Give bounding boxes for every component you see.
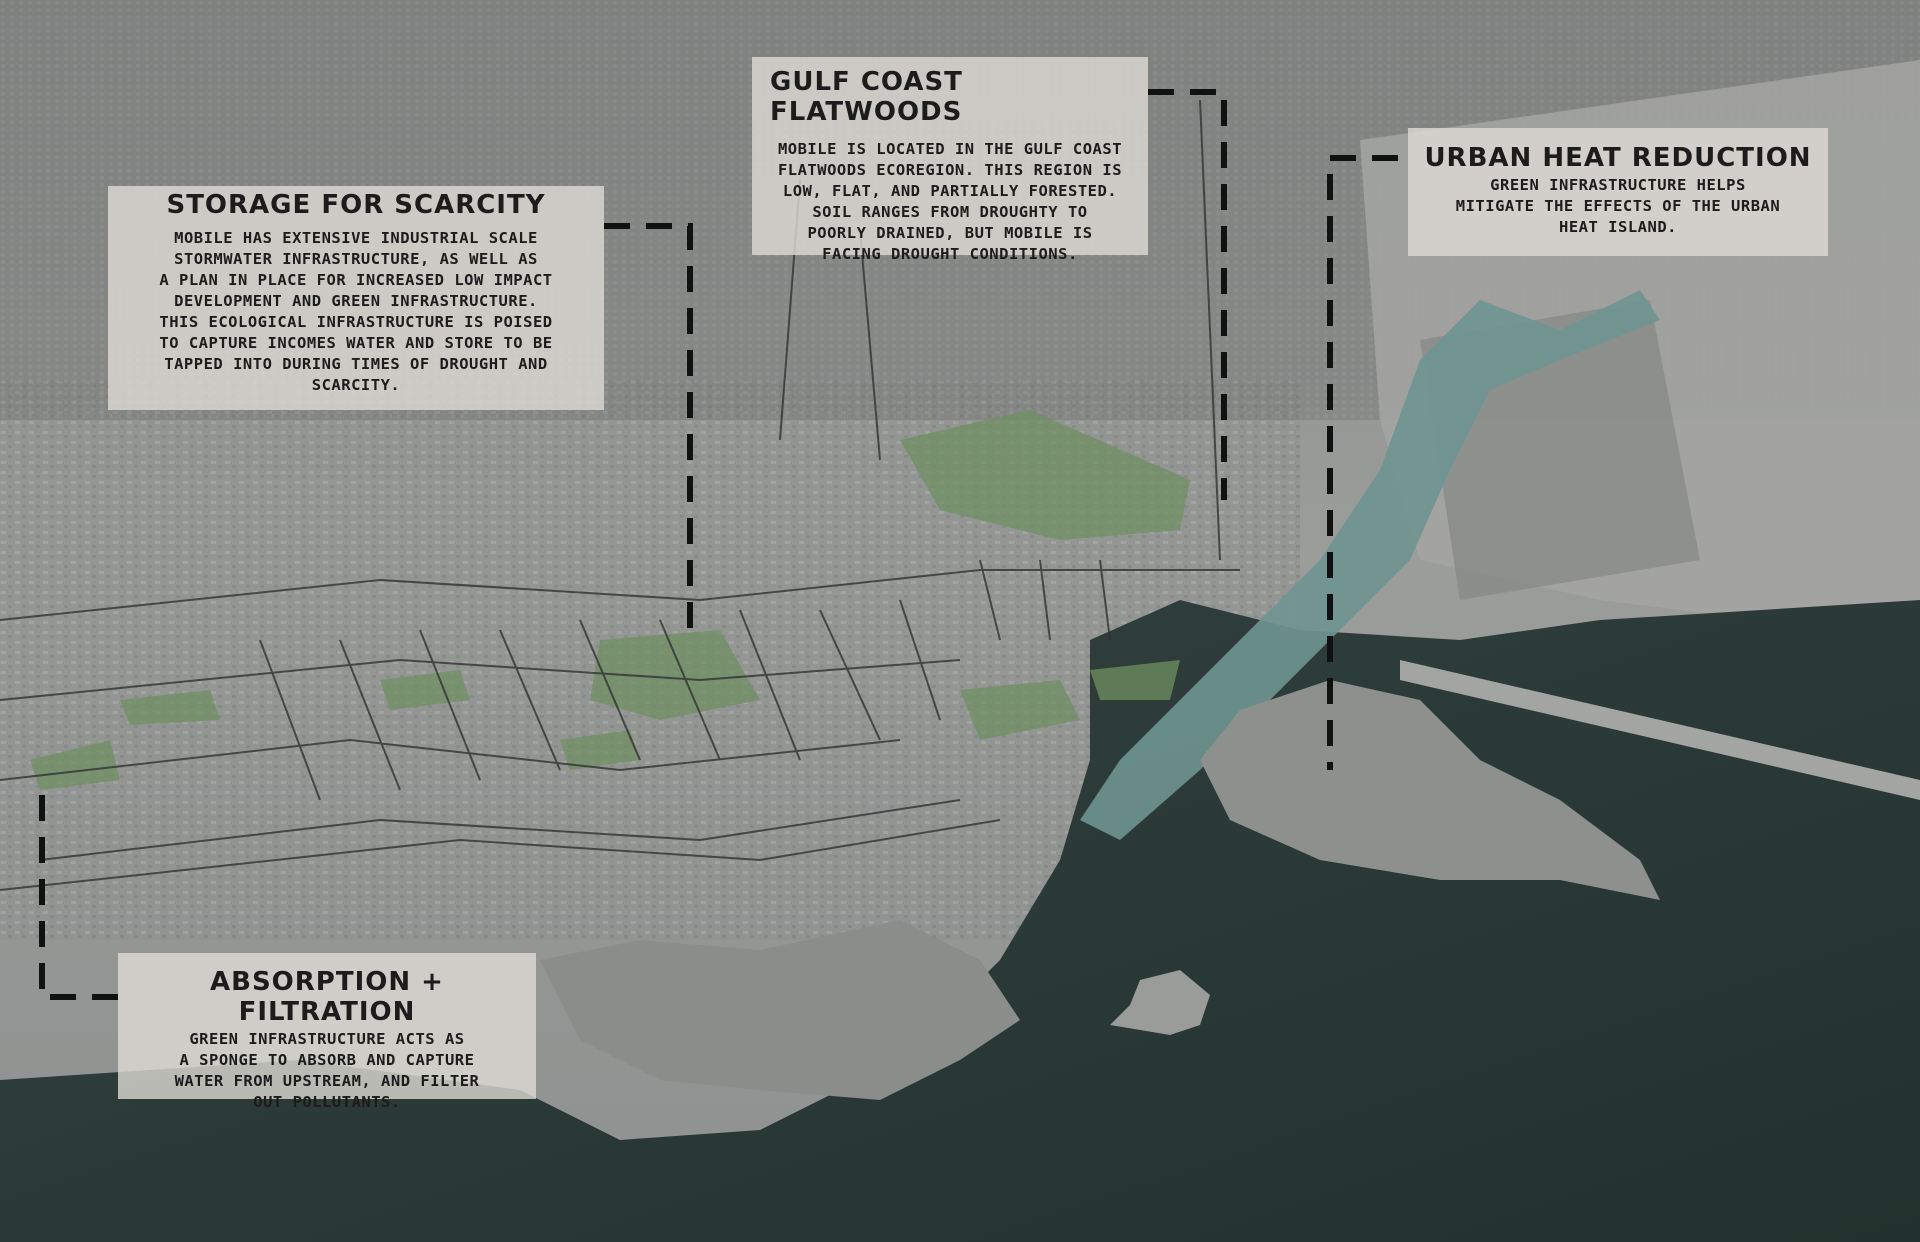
callout-line: FACING DROUGHT CONDITIONS. [822,245,1078,263]
mobile-river [1080,290,1660,840]
callout-line: SCARCITY. [311,376,401,394]
callout-line: GREEN INFRASTRUCTURE ACTS AS [189,1030,465,1048]
callout-title: URBAN HEAT REDUCTION [1424,143,1812,173]
street-grid [0,99,1240,891]
callout-body: GREEN INFRASTRUCTURE ACTS AS A SPONGE TO… [126,1029,528,1113]
callout-line: THIS ECOLOGICAL INFRASTRUCTURE IS POISED [159,313,553,331]
callout-line: WATER FROM UPSTREAM, AND FILTER [174,1072,480,1090]
callout-line: TO CAPTURE INCOMES WATER AND STORE TO BE [159,334,553,352]
callout-line: MITIGATE THE EFFECTS OF THE URBAN [1455,197,1781,215]
callout-line: GREEN INFRASTRUCTURE HELPS [1490,176,1746,194]
callout-title: GULF COAST FLATWOODS [770,67,963,127]
callout-line: A SPONGE TO ABSORB AND CAPTURE [179,1051,475,1069]
callout-line: SOIL RANGES FROM DROUGHTY TO [812,203,1088,221]
callout-line: HEAT ISLAND. [1559,218,1677,236]
callout-line: MOBILE IS LOCATED IN THE GULF COAST [777,140,1123,158]
callout-gulf-coast-flatwoods: GULF COAST FLATWOODS MOBILE IS LOCATED I… [752,57,1148,263]
callout-line: FLATWOODS ECOREGION. THIS REGION IS [777,161,1123,179]
callout-line: STORMWATER INFRASTRUCTURE, AS WELL AS [174,250,538,268]
leader-absorb [39,785,118,1000]
east-peninsula [1200,680,1660,900]
callout-storage-for-scarcity: STORAGE FOR SCARCITY MOBILE HAS EXTENSIV… [108,186,604,410]
callout-body: GREEN INFRASTRUCTURE HELPS MITIGATE THE … [1418,175,1818,238]
leader-storage [604,223,693,640]
callout-line: POORLY DRAINED, BUT MOBILE IS [807,224,1093,242]
callout-body: MOBILE IS LOCATED IN THE GULF COAST FLAT… [760,139,1140,265]
callout-title: STORAGE FOR SCARCITY [166,190,546,220]
leader-gulf [1148,89,1227,500]
green-infrastructure-parks [30,410,1190,790]
causeway [1400,660,1920,800]
leader-lines [39,89,1398,1000]
callout-title: ABSORPTION + FILTRATION [210,967,444,1027]
callout-line: A PLAN IN PLACE FOR INCREASED LOW IMPACT [159,271,553,289]
callout-line: DEVELOPMENT AND GREEN INFRASTRUCTURE. [174,292,538,310]
callout-body: MOBILE HAS EXTENSIVE INDUSTRIAL SCALE ST… [118,228,594,396]
callout-line: OUT POLLUTANTS. [253,1093,401,1111]
callout-absorption-filtration: ABSORPTION + FILTRATION GREEN INFRASTRUC… [118,953,536,1111]
callout-line: TAPPED INTO DURING TIMES OF DROUGHT AND [164,355,548,373]
callout-urban-heat-reduction: URBAN HEAT REDUCTION GREEN INFRASTRUCTUR… [1408,128,1828,256]
small-island [1110,970,1210,1035]
callout-line: LOW, FLAT, AND PARTIALLY FORESTED. [782,182,1118,200]
callout-line: MOBILE HAS EXTENSIVE INDUSTRIAL SCALE [174,229,538,247]
leader-heat [1327,155,1398,770]
south-peninsula [540,920,1020,1100]
